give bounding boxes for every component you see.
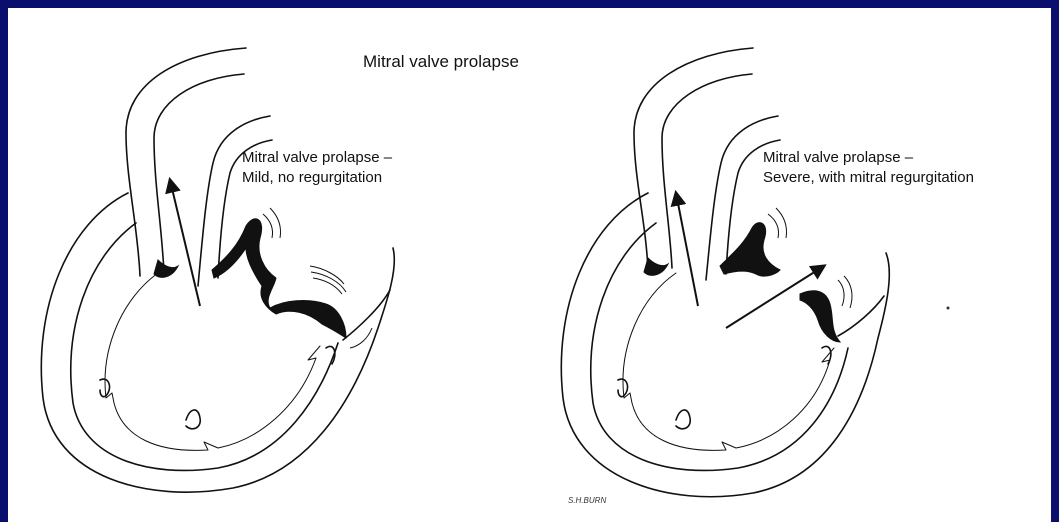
heart-right-outer-wall — [561, 193, 889, 497]
heart-left-endocardium — [105, 273, 320, 450]
heart-right-atrium-wall — [838, 296, 884, 336]
heart-right-valve-leaflets — [644, 223, 840, 342]
caption-left-line2: Mild, no regurgitation — [242, 168, 392, 188]
caption-right-line1: Mitral valve prolapse – — [763, 148, 974, 168]
diagram-title: Mitral valve prolapse — [363, 52, 519, 72]
heart-left-outer-wall — [41, 193, 394, 492]
heart-right-inner-wall — [591, 223, 848, 470]
heart-right-papillary-2 — [676, 410, 690, 429]
caption-right-line2: Severe, with mitral regurgitation — [763, 168, 974, 188]
heart-left-papillary-2 — [186, 410, 200, 429]
artist-signature: S.H.BURN — [568, 496, 606, 505]
caption-left: Mitral valve prolapse – Mild, no regurgi… — [242, 148, 392, 188]
slide-frame: Mitral valve prolapse Mitral valve prola… — [8, 8, 1051, 522]
speck — [947, 307, 950, 310]
heart-diagrams — [8, 8, 1051, 522]
heart-right-aorta-outer — [634, 48, 753, 270]
heart-left-flow-arrow — [170, 180, 200, 306]
caption-left-line1: Mitral valve prolapse – — [242, 148, 392, 168]
caption-right: Mitral valve prolapse – Severe, with mit… — [763, 148, 974, 188]
heart-left-motion-marks — [263, 208, 372, 348]
heart-right-flow-arrow — [676, 193, 698, 306]
heart-left-inner-wall — [71, 223, 338, 470]
heart-left-aorta-outer — [126, 48, 246, 276]
